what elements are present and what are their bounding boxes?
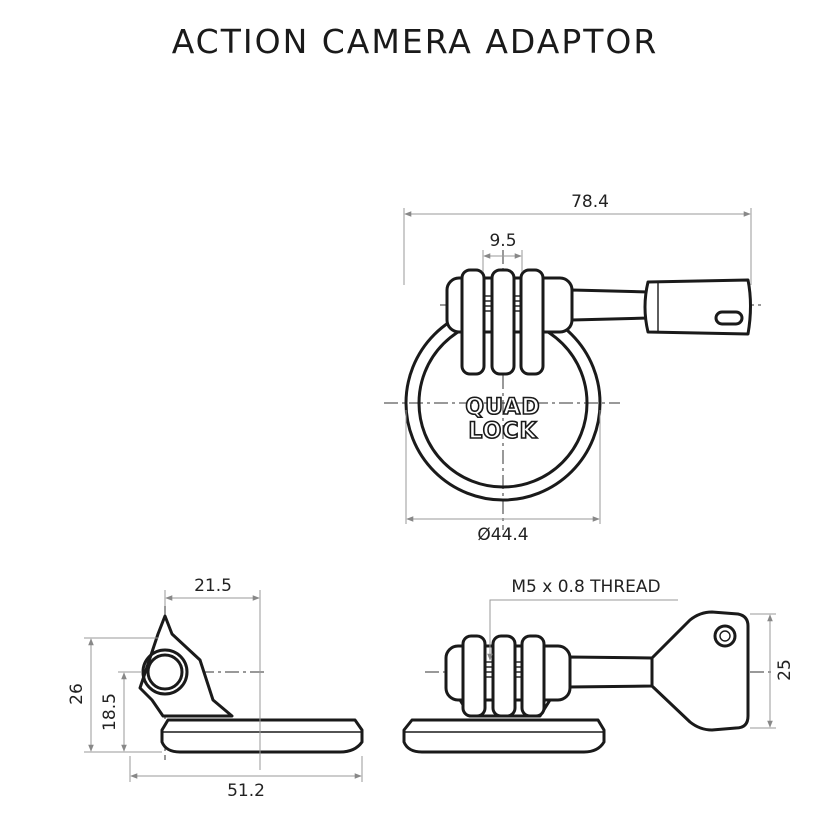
side-pivot-outer — [141, 648, 189, 696]
dim-top-diameter: Ø44.4 — [477, 525, 528, 545]
side-view: 21.5 26 18.5 51.2 — [67, 576, 364, 801]
dim-top-prong: 9.5 — [489, 231, 516, 251]
page-title: ACTION CAMERA ADAPTOR — [171, 22, 659, 61]
logo-line-2: LOCK — [468, 419, 537, 444]
dim-side-height: 26 — [67, 683, 87, 705]
dim-side-axis: 18.5 — [100, 693, 120, 731]
side-base — [160, 718, 364, 754]
dim-side-base: 51.2 — [227, 781, 265, 801]
bolt-front — [566, 610, 750, 732]
front-view: M5 x 0.8 THREAD 25 — [402, 577, 795, 754]
dim-front-height: 25 — [775, 659, 795, 681]
front-prong-mount — [444, 634, 572, 718]
dim-side-offset: 21.5 — [194, 576, 232, 596]
top-view: QUAD LOCK 78.4 9.5 Ø44.4 — [384, 192, 765, 545]
bolt-top — [570, 278, 752, 336]
prong-mount — [445, 268, 574, 376]
logo-line-1: QUAD — [465, 395, 540, 420]
dim-top-width: 78.4 — [571, 192, 609, 212]
side-pivot-inner — [146, 653, 184, 691]
front-base — [402, 718, 606, 754]
dim-thread: M5 x 0.8 THREAD — [511, 577, 660, 597]
